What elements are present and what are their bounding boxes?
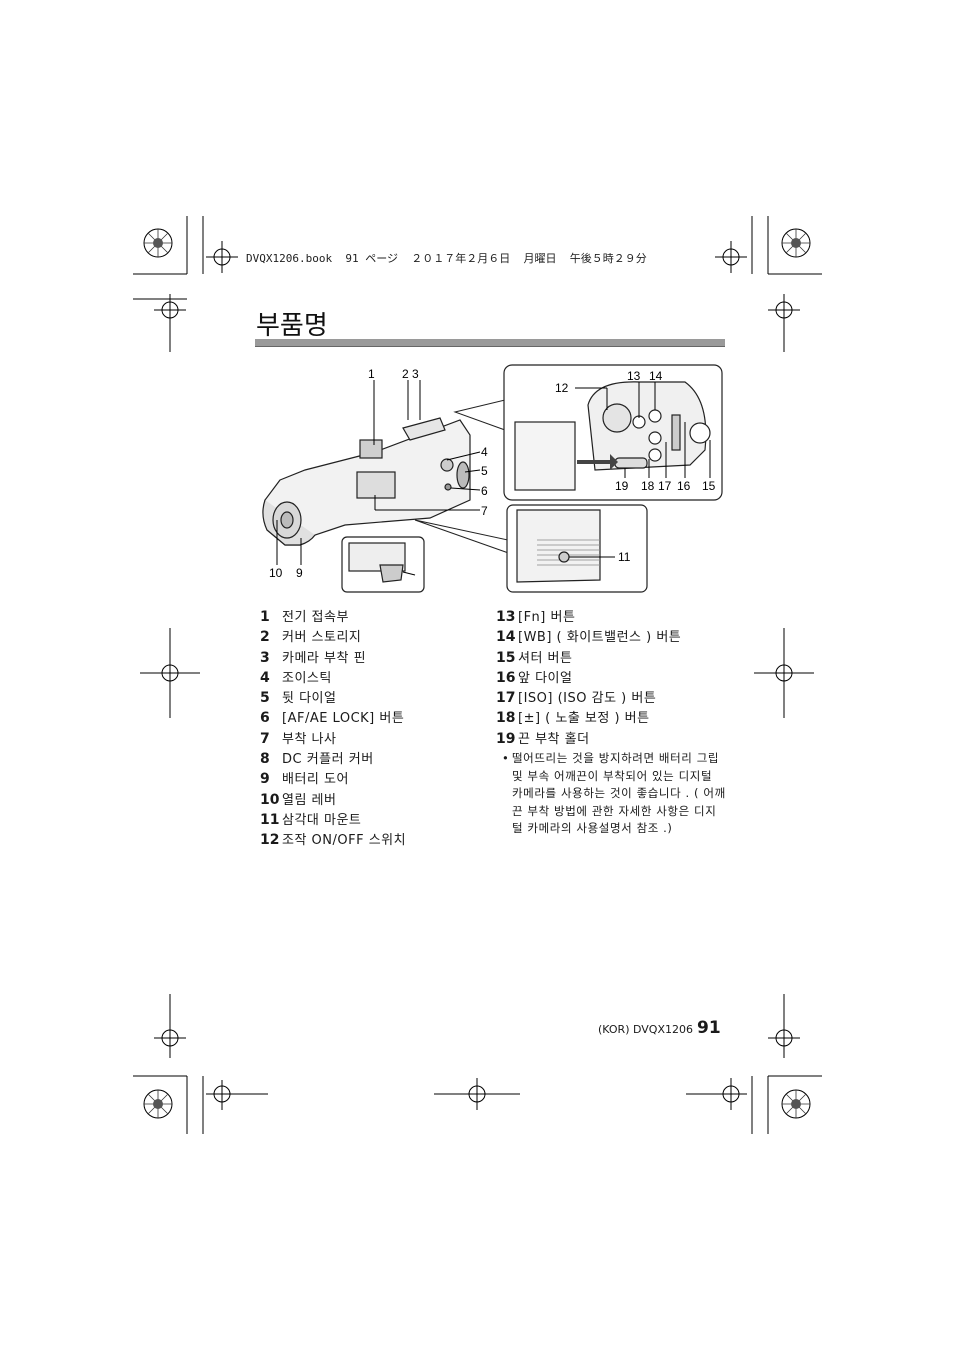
diagram-label: 9 <box>296 566 303 580</box>
part-label: [Fn] 버튼 <box>518 610 576 625</box>
footer-code: (KOR) DVQX1206 <box>598 1023 693 1036</box>
list-item: 8 DC 커플러 커버 <box>260 749 406 769</box>
part-label: 뒷 다이얼 <box>282 691 337 707</box>
grip-body-illustration <box>262 417 471 546</box>
diagram-label: 12 <box>555 381 569 395</box>
list-item: 2 커버 스토리지 <box>260 627 406 647</box>
part-number: 15 <box>496 649 516 666</box>
battery-grip-diagram: 1 2 3 4 5 6 7 10 9 8 <box>262 364 723 593</box>
diagram-label: 14 <box>649 369 663 383</box>
tripod-mount-inset <box>506 504 648 593</box>
part-label: 조작 ON/OFF 스위치 <box>282 833 407 849</box>
list-item: 14[WB] ( 화이트밸런스 ) 버튼 <box>496 627 681 647</box>
registration-target-icon <box>140 241 814 1110</box>
part-label: 커버 스토리지 <box>282 630 362 646</box>
diagram-label: 1 <box>368 367 375 381</box>
part-label: [±] ( 노출 보정 ) 버튼 <box>518 711 650 727</box>
part-number: 6 <box>260 710 270 727</box>
list-item: 1 전기 접속부 <box>260 607 406 627</box>
part-number: 18 <box>496 710 516 727</box>
part-number: 1 <box>260 609 270 625</box>
note-text: 떨어뜨리는 것을 방지하려면 배터리 그립 및 부속 어깨끈이 부착되어 있는 … <box>512 751 726 836</box>
title-rule <box>255 339 725 347</box>
diagram-label: 19 <box>615 479 629 493</box>
diagram-label: 6 <box>481 484 488 498</box>
diagram-label: 15 <box>702 479 716 493</box>
control-panel-inset <box>503 364 723 501</box>
part-number: 19 <box>496 730 516 747</box>
print-header: DVQX1206.book 91 ページ ２０１７年２月６日 月曜日 午後５時２… <box>246 252 647 265</box>
part-label: [ISO] (ISO 감도 ) 버튼 <box>518 691 657 707</box>
part-label: 끈 부착 홀더 <box>518 731 590 747</box>
part-label: 삼각대 마운트 <box>282 812 362 828</box>
part-number: 9 <box>260 771 270 788</box>
list-item: 18[±] ( 노출 보정 ) 버튼 <box>496 708 681 728</box>
part-number: 8 <box>260 751 270 768</box>
part-label: 전기 접속부 <box>282 610 349 625</box>
diagram-label: 18 <box>641 479 655 493</box>
list-item: 6 [AF/AE LOCK] 버튼 <box>260 708 406 728</box>
usage-note: • 떨어뜨리는 것을 방지하려면 배터리 그립 및 부속 어깨끈이 부착되어 있… <box>502 750 727 838</box>
list-item: 13[Fn] 버튼 <box>496 607 681 627</box>
page-number: 91 <box>696 1018 721 1038</box>
part-label: 앞 다이얼 <box>518 670 573 686</box>
part-number: 17 <box>496 690 516 707</box>
part-label: [AF/AE LOCK] 버튼 <box>282 711 405 727</box>
diagram-label: 16 <box>677 479 691 493</box>
part-label: 배터리 도어 <box>282 772 349 788</box>
diagram-label: 13 <box>627 369 641 383</box>
diagram-label: 4 <box>481 445 488 459</box>
part-label: 셔터 버튼 <box>518 650 573 666</box>
part-number: 4 <box>260 669 270 686</box>
diagram-label: 5 <box>481 464 488 478</box>
diagram-label: 10 <box>269 566 283 580</box>
list-item: 5 뒷 다이얼 <box>260 688 406 708</box>
part-number: 5 <box>260 690 270 707</box>
diagram-label: 11 <box>618 550 631 564</box>
starburst-target-icon <box>143 228 811 1119</box>
bullet-icon: • <box>502 751 510 765</box>
part-number: 11 <box>260 811 280 828</box>
list-item: 9 배터리 도어 <box>260 769 406 789</box>
list-item: 3 카메라 부착 핀 <box>260 648 406 668</box>
part-number: 2 <box>260 629 270 646</box>
part-label: 열림 레버 <box>282 792 337 808</box>
part-number: 3 <box>260 649 270 666</box>
list-item: 17[ISO] (ISO 감도 ) 버튼 <box>496 688 681 708</box>
dc-coupler-inset <box>341 536 425 593</box>
page-title: 부품명 <box>256 311 328 341</box>
list-item: 4 조이스틱 <box>260 668 406 688</box>
list-item: 7 부착 나사 <box>260 729 406 749</box>
part-number: 13 <box>496 609 516 625</box>
diagram-label: 7 <box>481 504 488 518</box>
diagram-label: 2 3 <box>402 367 419 381</box>
part-label: 카메라 부착 핀 <box>282 650 367 666</box>
part-number: 12 <box>260 832 280 849</box>
part-label: 조이스틱 <box>282 670 332 686</box>
part-number: 16 <box>496 669 516 686</box>
part-number: 7 <box>260 730 270 747</box>
part-number: 10 <box>260 791 280 808</box>
part-label: 부착 나사 <box>282 731 337 747</box>
part-number: 14 <box>496 629 516 646</box>
part-label: DC 커플러 커버 <box>282 752 374 768</box>
part-label: [WB] ( 화이트밸런스 ) 버튼 <box>518 630 682 646</box>
diagram-label: 17 <box>658 479 672 493</box>
